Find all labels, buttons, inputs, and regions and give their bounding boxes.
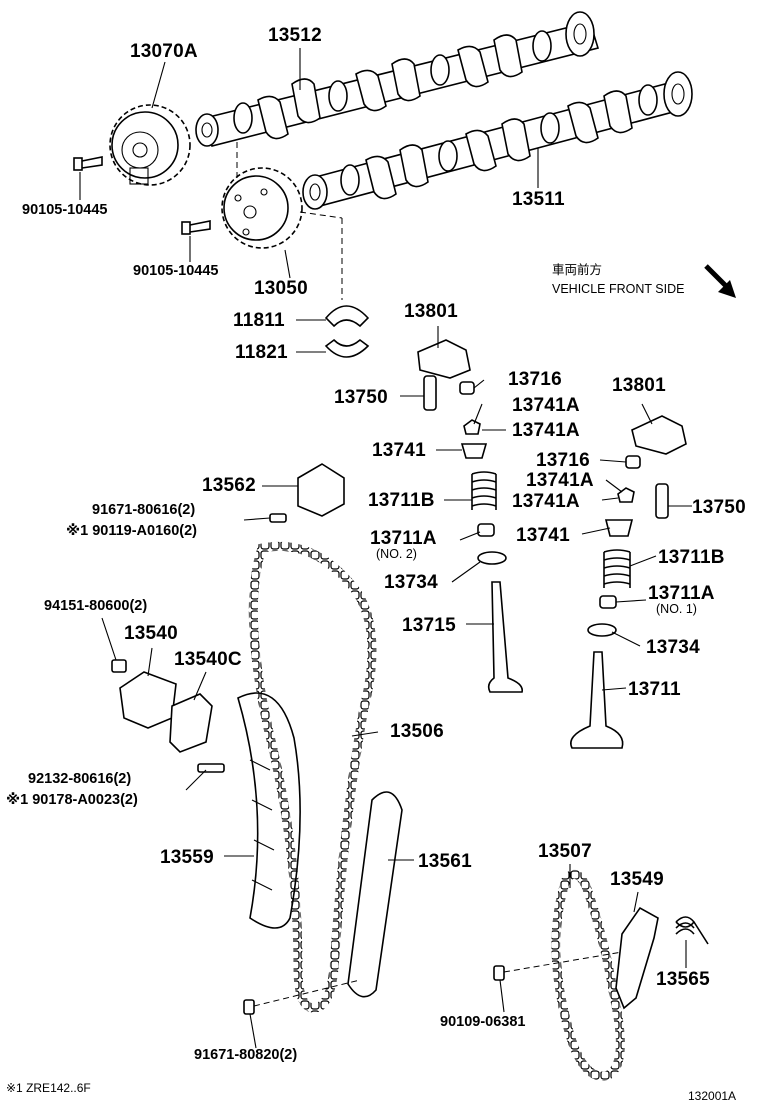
label-13716-b: 13716	[536, 450, 590, 471]
label-13540: 13540	[124, 623, 178, 644]
label-13507: 13507	[538, 841, 592, 862]
diagonal-arrow-icon	[704, 264, 736, 298]
keeper-13741A-a	[463, 419, 481, 435]
bolt-91671-a	[269, 513, 287, 523]
label-90105-a: 90105-10445	[22, 202, 108, 218]
label-13711A-b-sub: (NO. 1)	[656, 602, 697, 616]
keeper-13741A-c	[617, 487, 635, 503]
label-13716-a: 13716	[508, 369, 562, 390]
tensioner-arm-13549	[615, 906, 659, 1010]
label-13506: 13506	[390, 721, 444, 742]
label-13741A-c: 13741A	[526, 470, 594, 491]
bolt-90109	[493, 965, 505, 981]
label-13734-a: 13734	[384, 572, 438, 593]
label-13711A-b: 13711A	[648, 583, 715, 604]
label-13741-b: 13741	[516, 525, 570, 546]
label-13741A-b: 13741A	[512, 420, 580, 441]
diagram-code: 132001A	[688, 1089, 737, 1103]
label-13741A-d: 13741A	[512, 491, 580, 512]
seal-13734-b	[587, 623, 617, 637]
retainer-13741-a	[460, 443, 488, 459]
stud-92132	[197, 763, 225, 773]
seat-13711A-b	[599, 595, 617, 609]
retainer-13741-b	[604, 519, 634, 537]
spring-13711B-a	[471, 471, 497, 510]
rocker-arm-13801-b	[631, 415, 687, 455]
label-13540C: 13540C	[174, 649, 242, 670]
rocker-arm-13801-a	[417, 339, 471, 379]
label-11811: 11811	[233, 310, 285, 331]
label-13070A: 13070A	[130, 41, 198, 62]
valve-13715	[487, 581, 524, 693]
label-13711: 13711	[628, 679, 681, 700]
label-13801-b: 13801	[612, 375, 666, 396]
chain-guide-13561	[347, 791, 403, 998]
label-13562: 13562	[202, 475, 256, 496]
label-13549: 13549	[610, 869, 664, 890]
chain-13507	[551, 869, 625, 1081]
label-13741-a: 13741	[372, 440, 426, 461]
cap-13716-b	[625, 455, 641, 469]
label-13559: 13559	[160, 847, 214, 868]
chain-slipper-13559	[237, 692, 301, 929]
bearing-11811	[324, 305, 370, 328]
label-90119: ※1 90119-A0160(2)	[66, 523, 197, 539]
label-90105-b: 90105-10445	[133, 263, 219, 279]
leader-lines	[79, 48, 692, 1049]
label-13050: 13050	[254, 278, 308, 299]
cap-13716-a	[459, 381, 475, 395]
nut-94151	[111, 659, 127, 673]
label-13565: 13565	[656, 969, 710, 990]
label-90109: 90109-06381	[440, 1014, 526, 1030]
tensioner-13540	[119, 671, 177, 729]
label-13561: 13561	[418, 851, 472, 872]
label-13715: 13715	[402, 615, 456, 636]
label-13711A-a-sub: (NO. 2)	[376, 547, 417, 561]
label-13711B-b: 13711B	[658, 547, 725, 568]
label-91671-a: 91671-80616(2)	[92, 502, 196, 518]
timing-gear-13070A	[109, 104, 191, 186]
lash-adjuster-13750-b	[655, 483, 669, 519]
timing-gear-13050	[221, 167, 303, 249]
chain-13506	[248, 541, 377, 1013]
seal-13734-a	[477, 551, 507, 565]
camshaft-13512	[195, 11, 600, 147]
footnote: ※1 ZRE142..6F	[6, 1081, 91, 1095]
label-13734-b: 13734	[646, 637, 700, 658]
label-13512: 13512	[268, 25, 322, 46]
label-92132: 92132-80616(2)	[28, 771, 132, 787]
label-13750-b: 13750	[692, 497, 746, 518]
label-13801-a: 13801	[404, 301, 458, 322]
label-13511: 13511	[512, 189, 565, 210]
valve-13711	[570, 651, 624, 749]
spring-13711B-b	[603, 549, 631, 588]
camshaft-13511	[302, 71, 693, 210]
direction-kanji: 車両前方	[552, 263, 603, 277]
damper-13562	[297, 463, 345, 517]
label-94151: 94151-80600(2)	[44, 598, 148, 614]
gasket-13540C	[169, 693, 213, 753]
bolt-91671-b	[243, 999, 255, 1015]
label-13711B-a: 13711B	[368, 490, 435, 511]
label-13741A-a: 13741A	[512, 395, 580, 416]
label-90178: ※1 90178-A0023(2)	[6, 792, 138, 808]
label-91671-b: 91671-80820(2)	[194, 1047, 298, 1063]
bolt-90105-a	[73, 156, 103, 171]
bolt-90105-b	[181, 220, 211, 235]
label-11821: 11821	[235, 342, 288, 363]
label-13750-a: 13750	[334, 387, 388, 408]
label-13711A-a: 13711A	[370, 528, 437, 549]
direction-english: VEHICLE FRONT SIDE	[552, 282, 685, 296]
bearing-11821	[324, 338, 370, 358]
spring-13565	[675, 916, 709, 945]
lash-adjuster-13750-a	[423, 375, 437, 411]
seat-13711A-a	[477, 523, 495, 537]
